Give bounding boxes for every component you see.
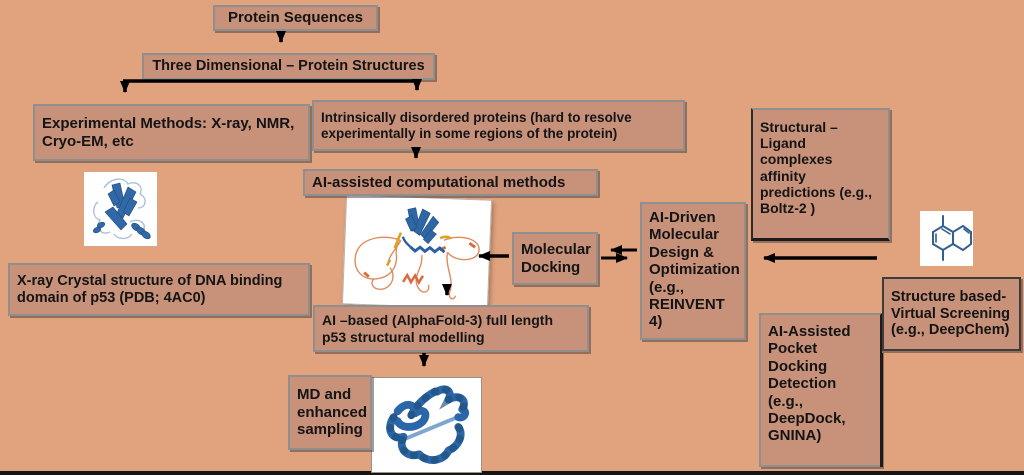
molecule-icon [932,215,972,261]
node-protein-sequences: Protein Sequences [213,5,378,31]
p53-dbd-structure-image [84,172,157,246]
ligand-molecule-icon [920,211,973,266]
node-molecular-docking: Molecular Docking [512,232,598,285]
bottom-border-line [0,471,1024,475]
node-md-enhanced-sampling: MD and enhanced sampling [288,375,372,450]
node-experimental-methods: Experimental Methods: X-ray, NMR, Cryo-E… [33,104,310,161]
node-ai-assisted-methods: AI-assisted computational methods [303,169,598,196]
node-pocket-docking-detection: AI-Assisted Pocket Docking Detection (e.… [759,313,882,467]
md-structure-image [371,377,482,473]
node-ai-driven-design: AI-Driven Molecular Design & Optimizatio… [640,202,746,340]
node-structural-ligand-affinity: Structural – Ligand complexes affinity p… [751,108,890,241]
alphafold-model-icon [354,207,480,300]
node-structure-based-screening: Structure based- Virtual Screening (e.g.… [882,277,1021,351]
node-three-dimensional-structures: Three Dimensional – Protein Structures [142,53,435,80]
pocket-box-right-connector-line [880,353,883,467]
node-intrinsically-disordered-proteins: Intrinsically disordered proteins (hard … [312,100,685,151]
protein-ribbon-icon [92,178,151,240]
node-alphafold-modelling: AI –based (AlphaFold-3) full length p53 … [313,305,589,352]
md-model-icon [386,385,470,464]
node-xray-crystal-structure: X-ray Crystal structure of DNA binding d… [8,263,310,316]
alphafold-model-image [341,194,493,310]
